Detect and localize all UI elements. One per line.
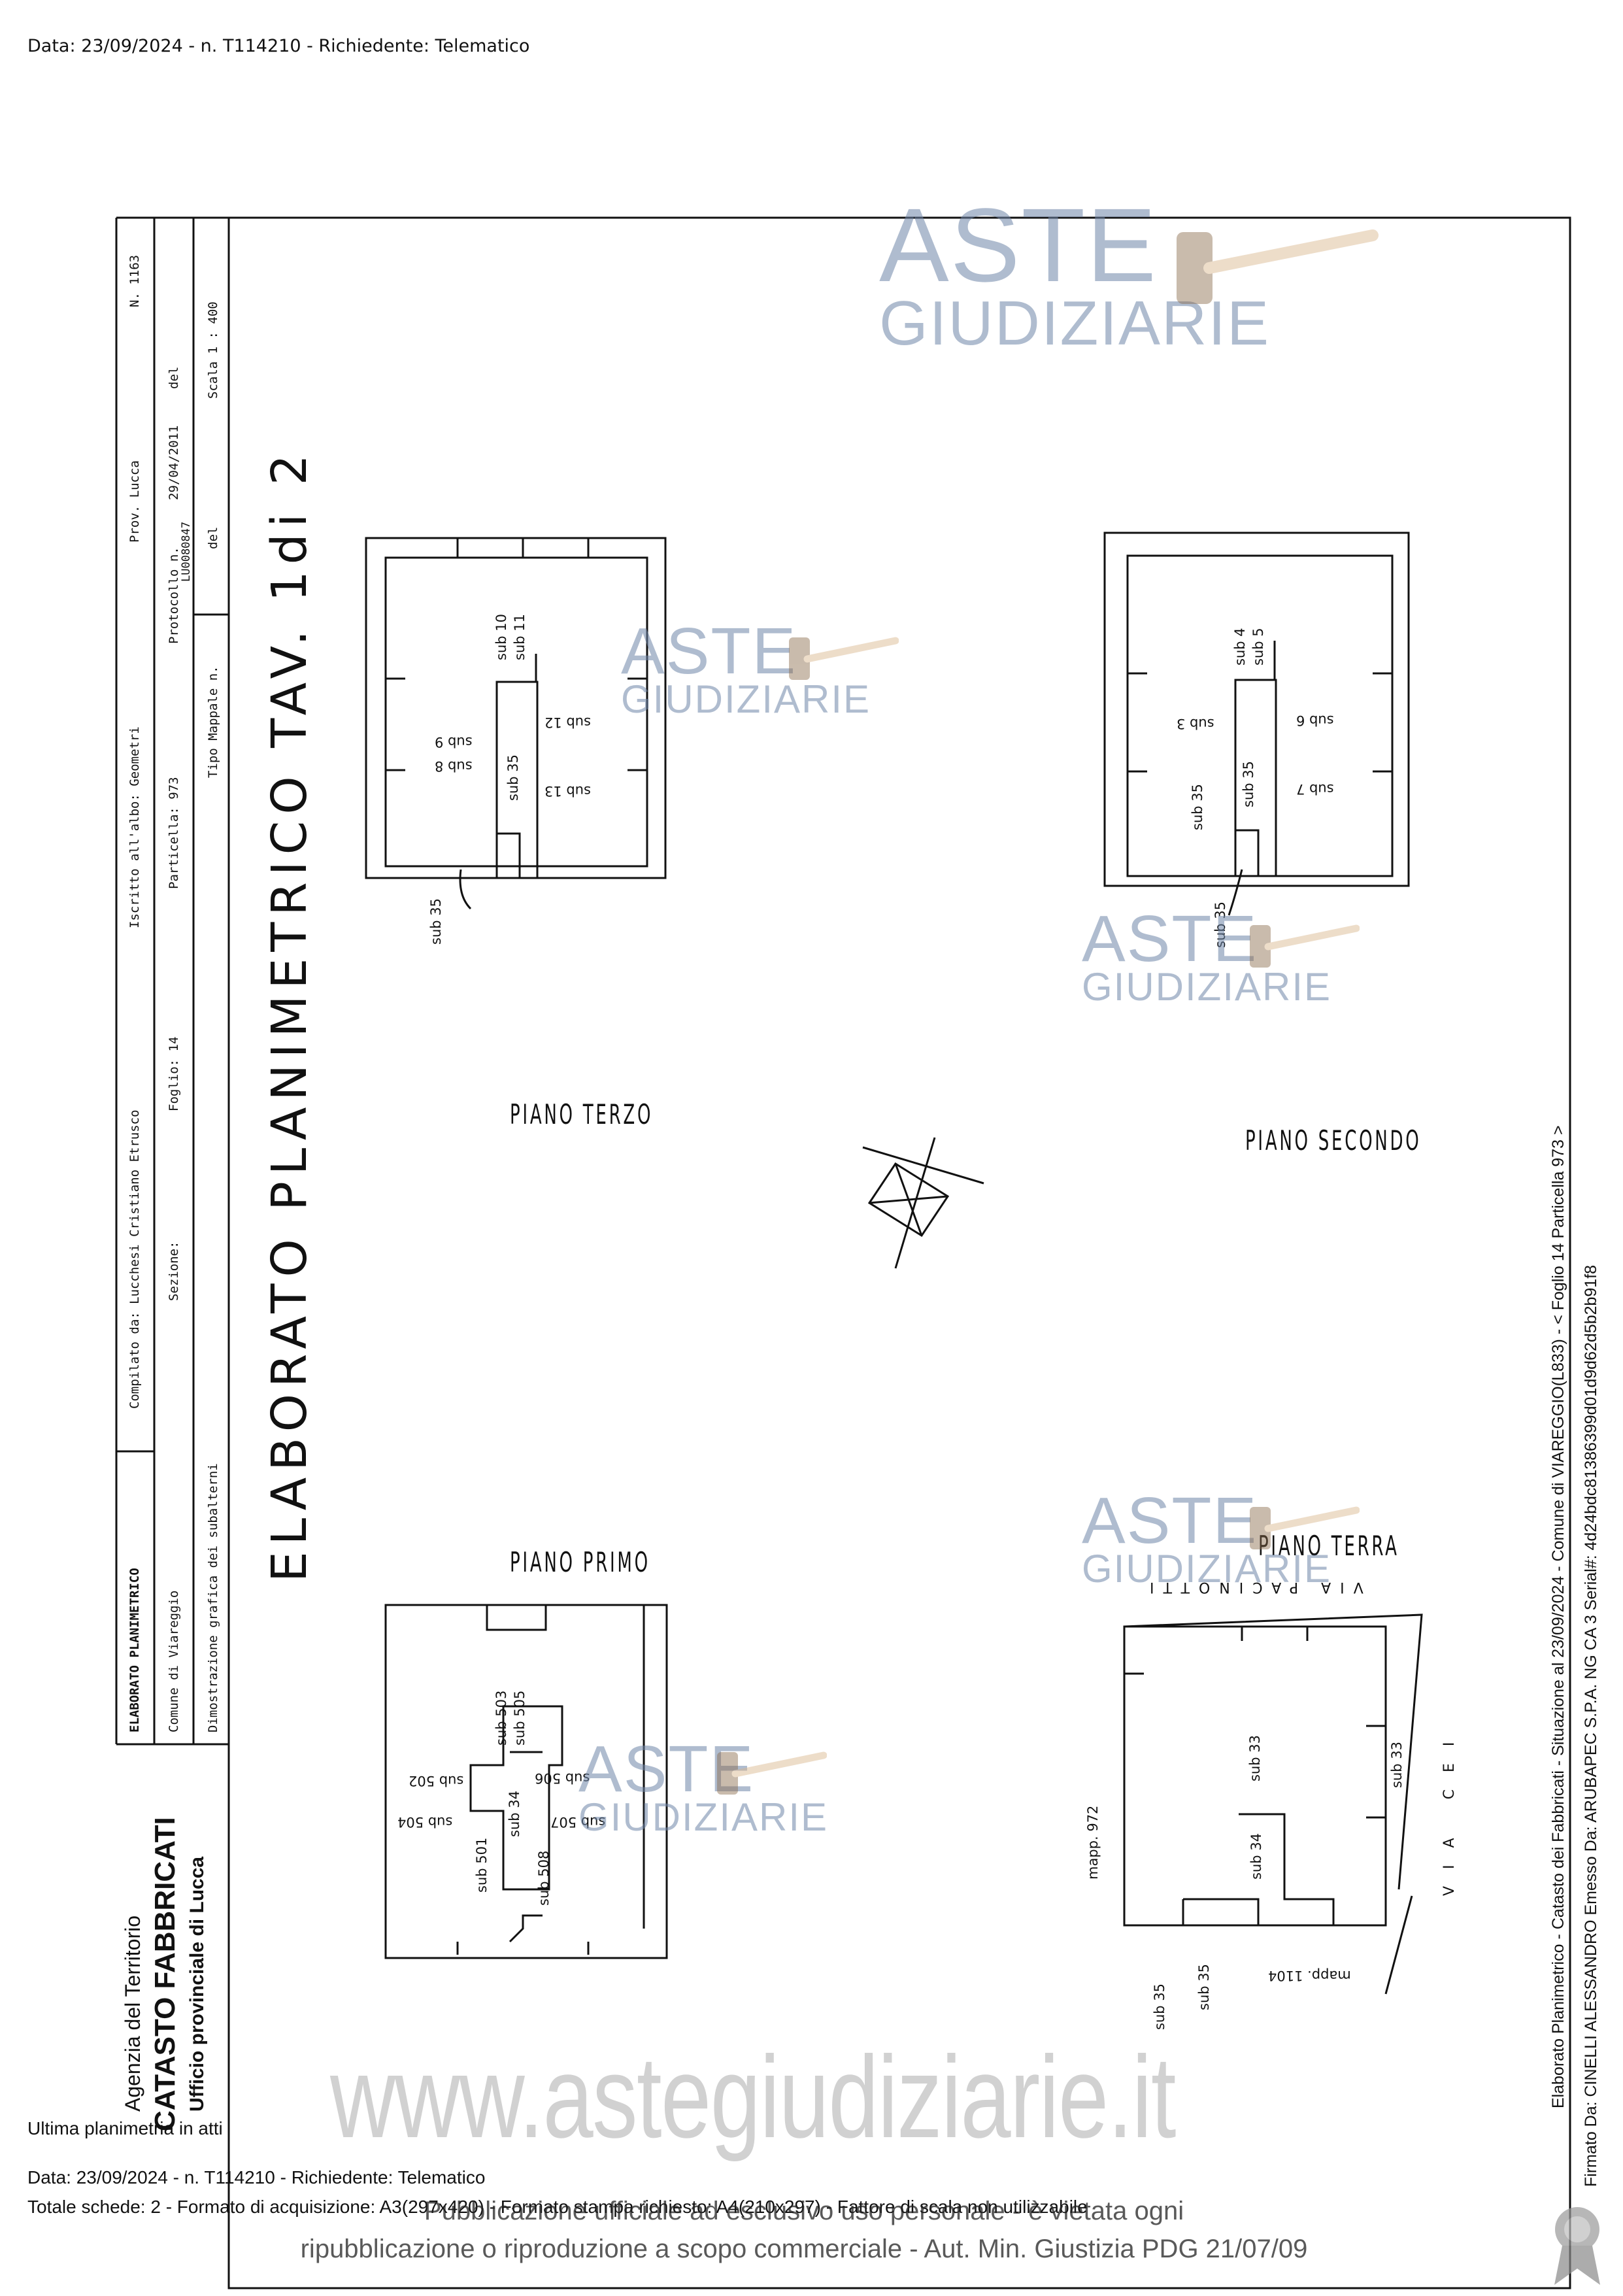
- sub-label: sub 505: [512, 1690, 527, 1746]
- info-foglio: Foglio: 14: [167, 1036, 181, 1111]
- catasto-label: CATASTO FABBRICATI: [149, 1817, 181, 2131]
- sub-label: sub 4: [1232, 628, 1248, 666]
- header-request-info: Data: 23/09/2024 - n. T114210 - Richiede…: [27, 36, 530, 56]
- publication-notice-line2: ripubblicazione o riproduzione a scopo c…: [300, 2235, 1308, 2263]
- sub-label: sub 7: [1296, 781, 1334, 797]
- sub-label: sub 35: [1152, 1984, 1167, 2030]
- info-dimostrazione: Dimostrazione grafica dei subalterni: [206, 1463, 220, 1732]
- street-via-cei: VIA CEI: [1441, 1725, 1458, 1896]
- footer-data: Data: 23/09/2024 - n. T114210 - Richiede…: [27, 2167, 486, 2187]
- info-n: N. 1163: [127, 254, 142, 307]
- ufficio-label: Ufficio provinciale di Lucca: [186, 1856, 208, 2112]
- right-side-firma: Firmato Da: CINELLI ALESSANDRO Emesso Da…: [1582, 1264, 1600, 2187]
- publication-notice-line1: Pubblicazione ufficiale ad esclusivo uso…: [424, 2197, 1184, 2225]
- plan-piano-terra: [1123, 1613, 1423, 1995]
- sub-label: sub 9: [435, 734, 473, 750]
- sub-label: sub 35: [1241, 761, 1256, 807]
- watermark-logo: ASTE GIUDIZIARIE: [621, 615, 871, 721]
- sub-label: sub 35: [1196, 1964, 1212, 2010]
- mapp-972-label: mapp. 972: [1085, 1805, 1101, 1880]
- sub-label: sub 6: [1296, 713, 1334, 728]
- info-iscritto: Iscritto all'albo: Geometri: [127, 726, 142, 928]
- footer-ultima: Ultima planimetria in atti: [27, 2118, 223, 2138]
- sub-label: sub 13: [544, 783, 591, 799]
- sub-label: sub 34: [1248, 1833, 1264, 1880]
- gavel-icon: [1250, 924, 1360, 968]
- plan-title-terzo: PIANO TERZO: [510, 1098, 654, 1130]
- drawing-title: ELABORATO PLANIMETRICO TAV. 1di 2: [261, 448, 318, 1582]
- north-arrow-icon: [862, 1137, 984, 1269]
- info-protocollo-number: LU0080847: [180, 521, 193, 582]
- footer-totale: Totale schede: 2 - Formato di acquisizio…: [27, 2197, 1088, 2217]
- plan-title-secondo: PIANO SECONDO: [1245, 1124, 1422, 1156]
- info-tipo-mappale: Tipo Mappale n.: [206, 666, 220, 778]
- watermark-logo: ASTE GIUDIZIARIE: [879, 186, 1271, 358]
- sub-label: sub 35: [428, 898, 444, 945]
- sub-label: sub 12: [544, 715, 591, 730]
- info-comune: Comune di Viareggio: [167, 1590, 181, 1732]
- watermark-logo: ASTE GIUDIZIARIE: [578, 1732, 829, 1839]
- plan-piano-terzo: [365, 537, 667, 910]
- gavel-icon: [1250, 1506, 1360, 1549]
- plan-title-terra: PIANO TERRA: [1258, 1530, 1399, 1562]
- info-protocollo: Protocollo n.: [167, 547, 181, 644]
- sub-label: sub 11: [512, 614, 527, 660]
- sheet-frame: [227, 216, 1571, 2289]
- info-prov: Prov. Lucca: [127, 460, 142, 543]
- info-compilato: Compilato da: Lucchesi Cristiano Etrusco: [127, 1109, 142, 1409]
- info-elab: ELABORATO PLANIMETRICO: [127, 1568, 142, 1732]
- seal-badge-icon: [1554, 2207, 1600, 2285]
- watermark-logo: ASTE GIUDIZIARIE: [1082, 1484, 1332, 1591]
- info-del: del: [167, 366, 181, 389]
- sub-label: sub 35: [1190, 784, 1205, 830]
- sub-label: sub 508: [536, 1850, 552, 1906]
- plan-piano-secondo: [1103, 532, 1410, 916]
- info-data: 29/04/2011: [167, 425, 181, 500]
- info-scala: Scala 1 : 400: [206, 301, 220, 399]
- gavel-icon: [1177, 229, 1379, 304]
- watermark-logo: ASTE GIUDIZIARIE: [1082, 902, 1332, 1009]
- sub-label: sub 503: [494, 1690, 509, 1746]
- sub-label: sub 8: [435, 758, 473, 774]
- sub-label: sub 502: [409, 1773, 464, 1789]
- mapp-1104-label: mapp. 1104: [1268, 1968, 1351, 1984]
- sub-label: sub 33: [1247, 1735, 1263, 1781]
- sub-label: sub 35: [505, 754, 521, 801]
- sub-label: sub 501: [474, 1837, 490, 1893]
- info-sezione: Sezione:: [167, 1241, 181, 1301]
- sub-label: sub 34: [507, 1791, 522, 1837]
- info-tipo-del: del: [206, 526, 220, 549]
- plan-title-primo: PIANO PRIMO: [510, 1546, 650, 1578]
- sub-label: sub 5: [1250, 628, 1266, 666]
- sub-label: sub 10: [494, 614, 509, 660]
- sub-label: sub 3: [1177, 716, 1214, 732]
- sub-label: sub 504: [397, 1814, 453, 1830]
- plan-piano-primo: [384, 1604, 668, 1959]
- agency-label: Agenzia del Territorio: [121, 1915, 144, 2112]
- sub-label: sub 33: [1389, 1742, 1405, 1788]
- site-watermark: www.astegiudiziarie.it: [330, 2032, 1176, 2162]
- gavel-icon: [789, 637, 899, 680]
- gavel-icon: [717, 1751, 827, 1795]
- info-particella: Particella: 973: [167, 777, 181, 889]
- right-side-situazione: Elaborato Planimetrico - Catasto dei Fab…: [1549, 1125, 1567, 2108]
